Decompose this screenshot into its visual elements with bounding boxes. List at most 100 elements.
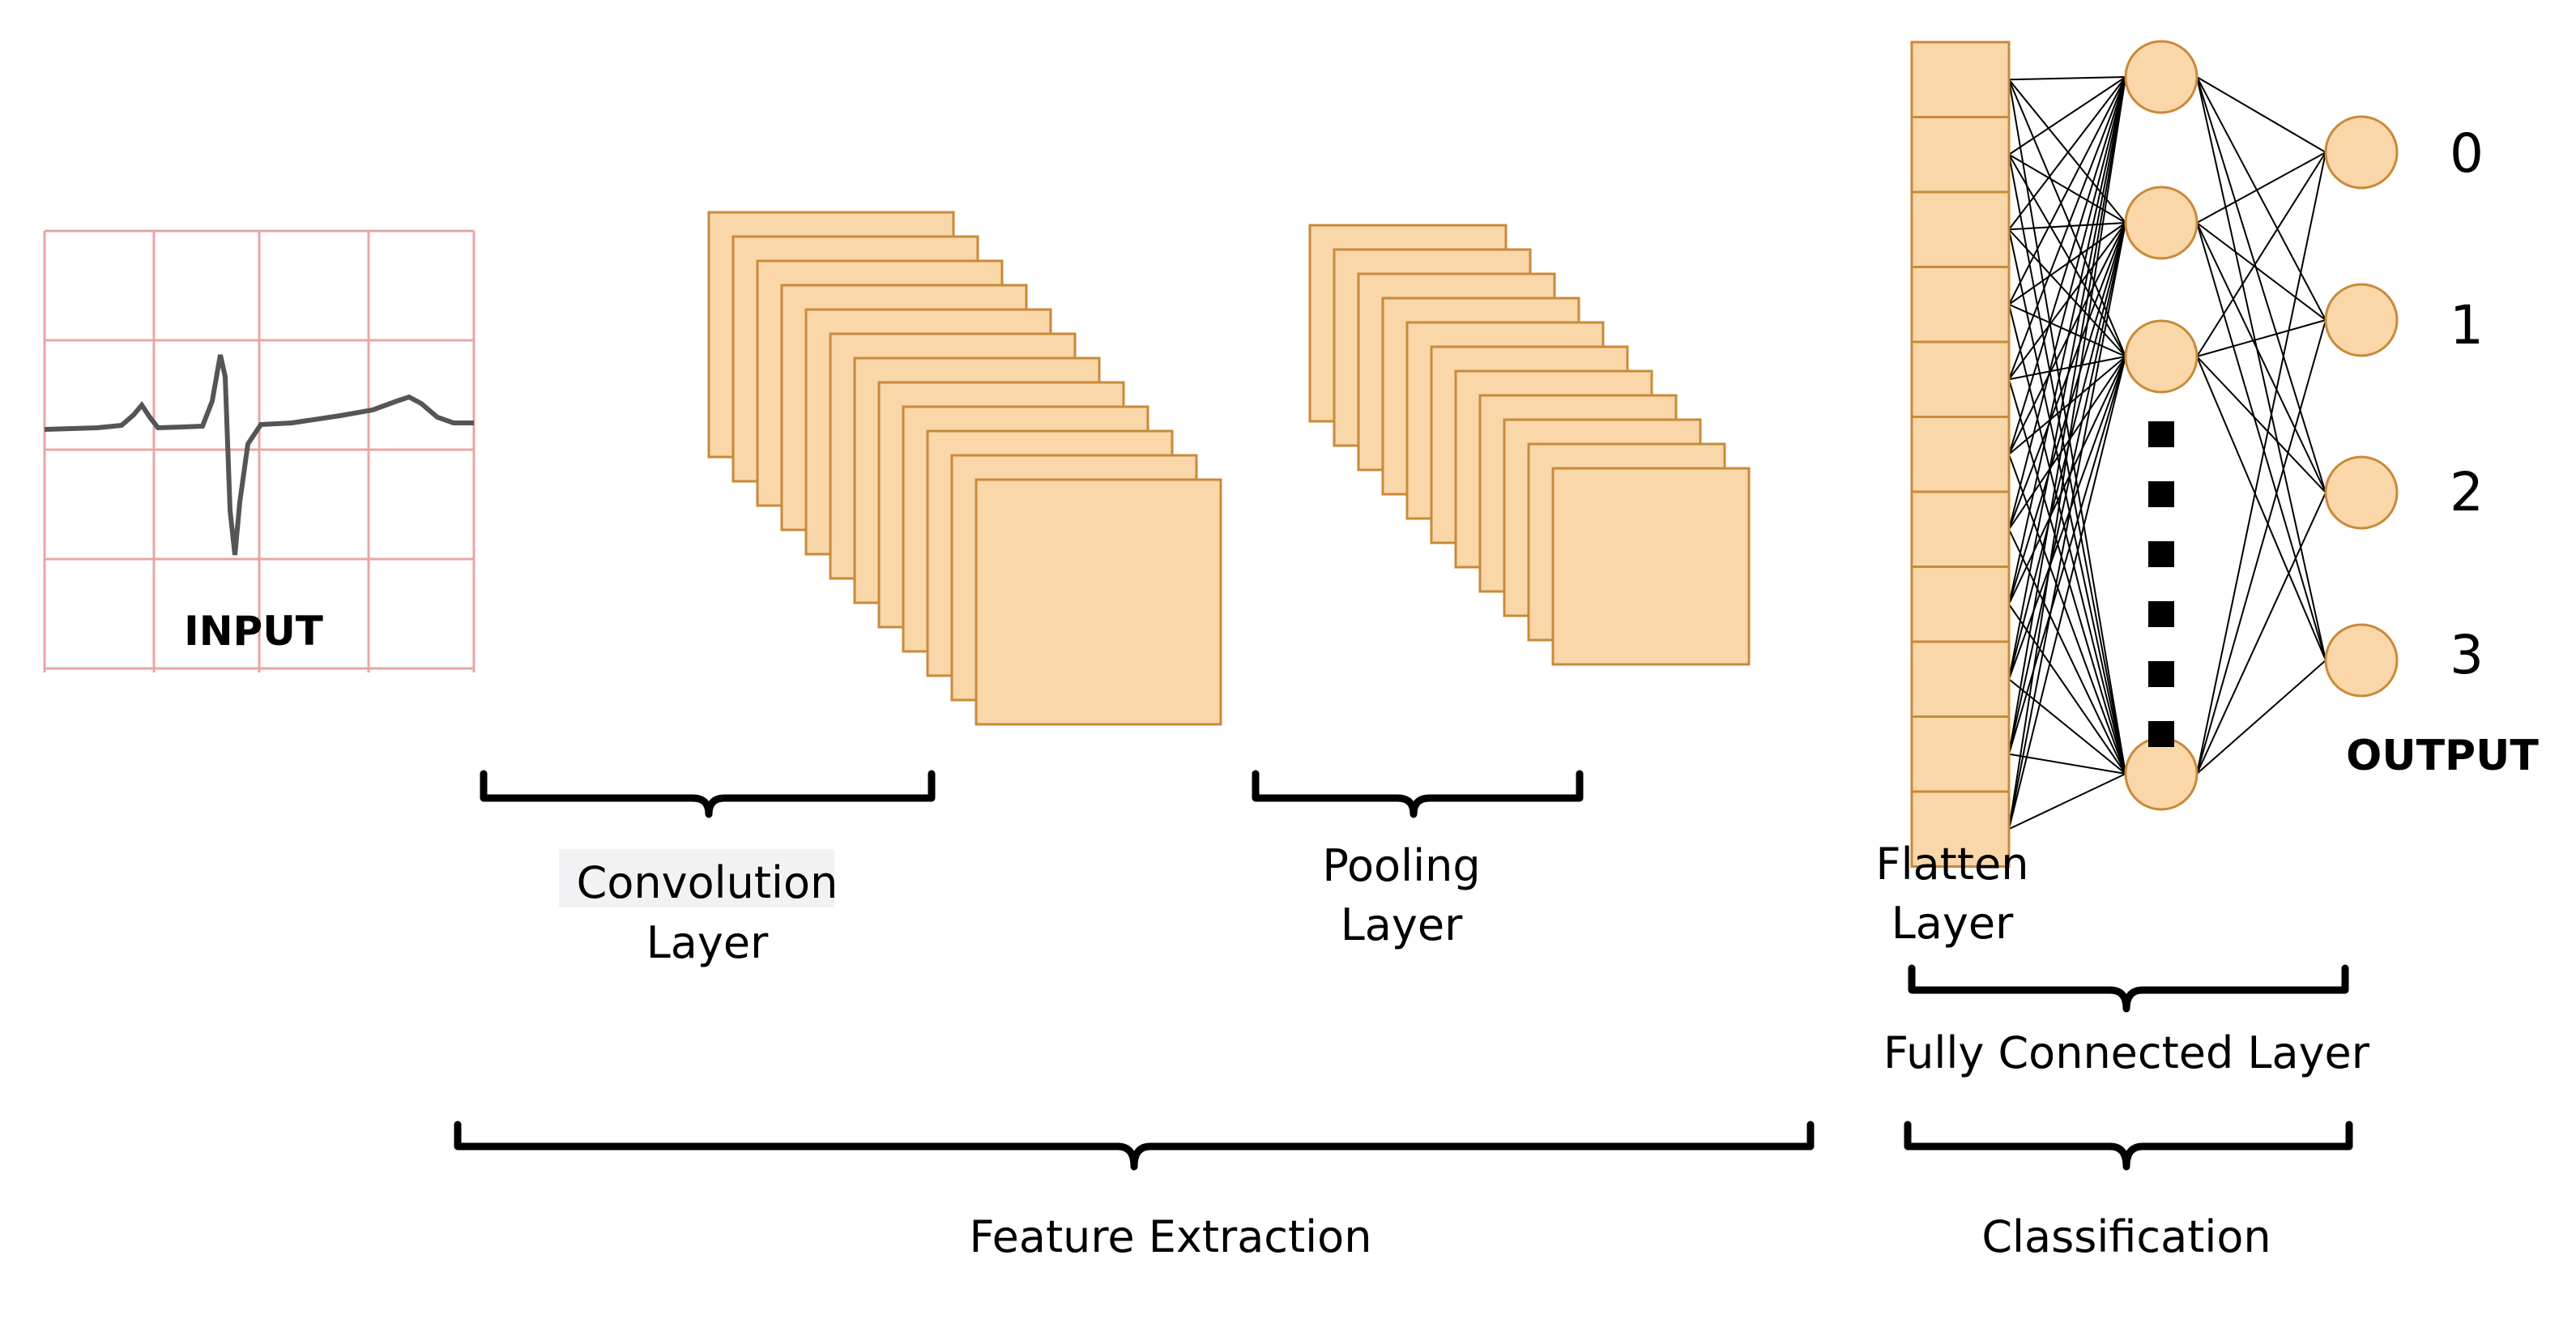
- fully-connected-brace: [1908, 964, 2349, 1013]
- fc-edge-35: [2008, 678, 2126, 775]
- fc-edge-28: [2008, 76, 2126, 604]
- flatten-cell-8: [1910, 640, 2011, 718]
- fc-edge-16: [2008, 76, 2126, 380]
- fc-edge-46: [2196, 76, 2327, 493]
- fc-edge-24: [2008, 76, 2126, 530]
- fc-edge-8: [2008, 76, 2126, 230]
- convolution-label-line2: Layer: [646, 917, 769, 968]
- fc-edge-0: [2008, 76, 2126, 81]
- fc-edge-57: [2196, 319, 2327, 775]
- fc-edge-58: [2196, 492, 2327, 775]
- flatten-cell-7: [1910, 566, 2011, 643]
- fc-edge-19: [2008, 378, 2126, 775]
- flatten-cell-5: [1910, 416, 2011, 493]
- fc-edge-48: [2196, 152, 2327, 224]
- output-node-0: [2324, 115, 2399, 190]
- fc-edge-5: [2008, 153, 2126, 224]
- fc-edge-50: [2196, 222, 2327, 493]
- hidden-gap-dot-5: [2148, 721, 2174, 747]
- fc-edge-3: [2008, 79, 2126, 775]
- fc-edge-12: [2008, 76, 2126, 305]
- fc-edge-20: [2008, 76, 2126, 455]
- flatten-cell-9: [1910, 715, 2011, 793]
- fc-edge-36: [2008, 76, 2126, 754]
- hidden-gap-dot-1: [2148, 481, 2174, 507]
- pooling-feature-maps: [1308, 224, 1751, 666]
- fc-edge-44: [2196, 76, 2327, 153]
- hidden-gap-dot-0: [2148, 421, 2174, 447]
- output-class-label-1: 1: [2450, 294, 2484, 356]
- convolution-feature-maps: [707, 211, 1222, 726]
- ecg-signal: [44, 354, 474, 556]
- flatten-cell-10: [1910, 790, 2011, 868]
- classification-label: Classification: [1981, 1211, 2271, 1262]
- fc-edge-47: [2196, 76, 2327, 661]
- fc-edge-55: [2196, 356, 2327, 661]
- feature-extraction-brace: [454, 1121, 1815, 1171]
- flatten-label-line1: Flatten: [1876, 839, 2029, 890]
- fc-edge-49: [2196, 222, 2327, 321]
- hidden-node-3: [2124, 736, 2199, 811]
- output-node-1: [2324, 283, 2399, 357]
- fc-edge-11: [2008, 229, 2126, 775]
- grouping-braces: [454, 770, 2353, 1171]
- fc-edge-34: [2008, 356, 2126, 680]
- hidden-gap-dot-3: [2148, 601, 2174, 627]
- fc-edge-40: [2008, 76, 2126, 830]
- fc-edge-59: [2196, 660, 2327, 775]
- fc-edge-22: [2008, 356, 2126, 455]
- fc-edge-15: [2008, 304, 2126, 775]
- fc-edge-32: [2008, 76, 2126, 680]
- fc-edge-23: [2008, 454, 2126, 775]
- flatten-cell-1: [1910, 116, 2011, 194]
- flatten-cell-6: [1910, 490, 2011, 568]
- output-node-2: [2324, 455, 2399, 530]
- input-label: INPUT: [184, 608, 323, 655]
- hidden-node-0: [2124, 40, 2199, 114]
- fc-edge-42: [2008, 356, 2126, 830]
- output-label: OUTPUT: [2346, 732, 2539, 780]
- fc-edge-10: [2008, 228, 2126, 357]
- output-class-label-0: 0: [2450, 122, 2484, 185]
- fc-edge-14: [2008, 303, 2126, 357]
- flatten-label-line2: Layer: [1891, 898, 2014, 949]
- classification-brace: [1904, 1121, 2353, 1171]
- convolution-label-line1: Convolution: [577, 857, 838, 908]
- hidden-gap-dot-4: [2148, 661, 2174, 687]
- fc-edge-4: [2008, 76, 2126, 156]
- output-layer-nodes: [2324, 115, 2399, 698]
- convolution-feature-map-11: [975, 478, 1222, 726]
- fc-edge-18: [2008, 356, 2126, 381]
- fc-edge-54: [2196, 356, 2327, 493]
- fc-edge-52: [2196, 152, 2327, 357]
- fc-edge-30: [2008, 356, 2126, 605]
- fc-edge-43: [2008, 773, 2126, 830]
- convolution-brace: [480, 770, 936, 818]
- flatten-cell-0: [1910, 41, 2011, 118]
- fc-edge-26: [2008, 356, 2126, 530]
- feature-extraction-label: Feature Extraction: [970, 1211, 1372, 1262]
- flatten-cell-2: [1910, 190, 2011, 268]
- hidden-node-2: [2124, 319, 2199, 394]
- fc-edge-27: [2008, 528, 2126, 775]
- fc-edge-51: [2196, 222, 2327, 661]
- fully-connected-label: Fully Connected Layer: [1883, 1027, 2370, 1078]
- fc-edge-31: [2008, 604, 2126, 775]
- pooling-label-line1: Pooling: [1322, 840, 1480, 891]
- pooling-brace: [1252, 770, 1584, 818]
- fc-edge-7: [2008, 154, 2126, 775]
- fully-connected-edges: [2008, 76, 2327, 830]
- fc-edge-45: [2196, 76, 2327, 321]
- output-class-label-3: 3: [2450, 624, 2484, 686]
- fc-edge-37: [2008, 222, 2126, 754]
- fc-edge-53: [2196, 319, 2327, 357]
- fc-edge-41: [2008, 222, 2126, 830]
- output-node-3: [2324, 623, 2399, 698]
- hidden-gap-dot-2: [2148, 541, 2174, 567]
- fc-edge-39: [2008, 753, 2126, 775]
- flatten-cell-3: [1910, 266, 2011, 344]
- flatten-cell-4: [1910, 340, 2011, 418]
- flatten-layer-vector: [1910, 41, 2011, 868]
- convolution-label-highlight: [559, 849, 834, 907]
